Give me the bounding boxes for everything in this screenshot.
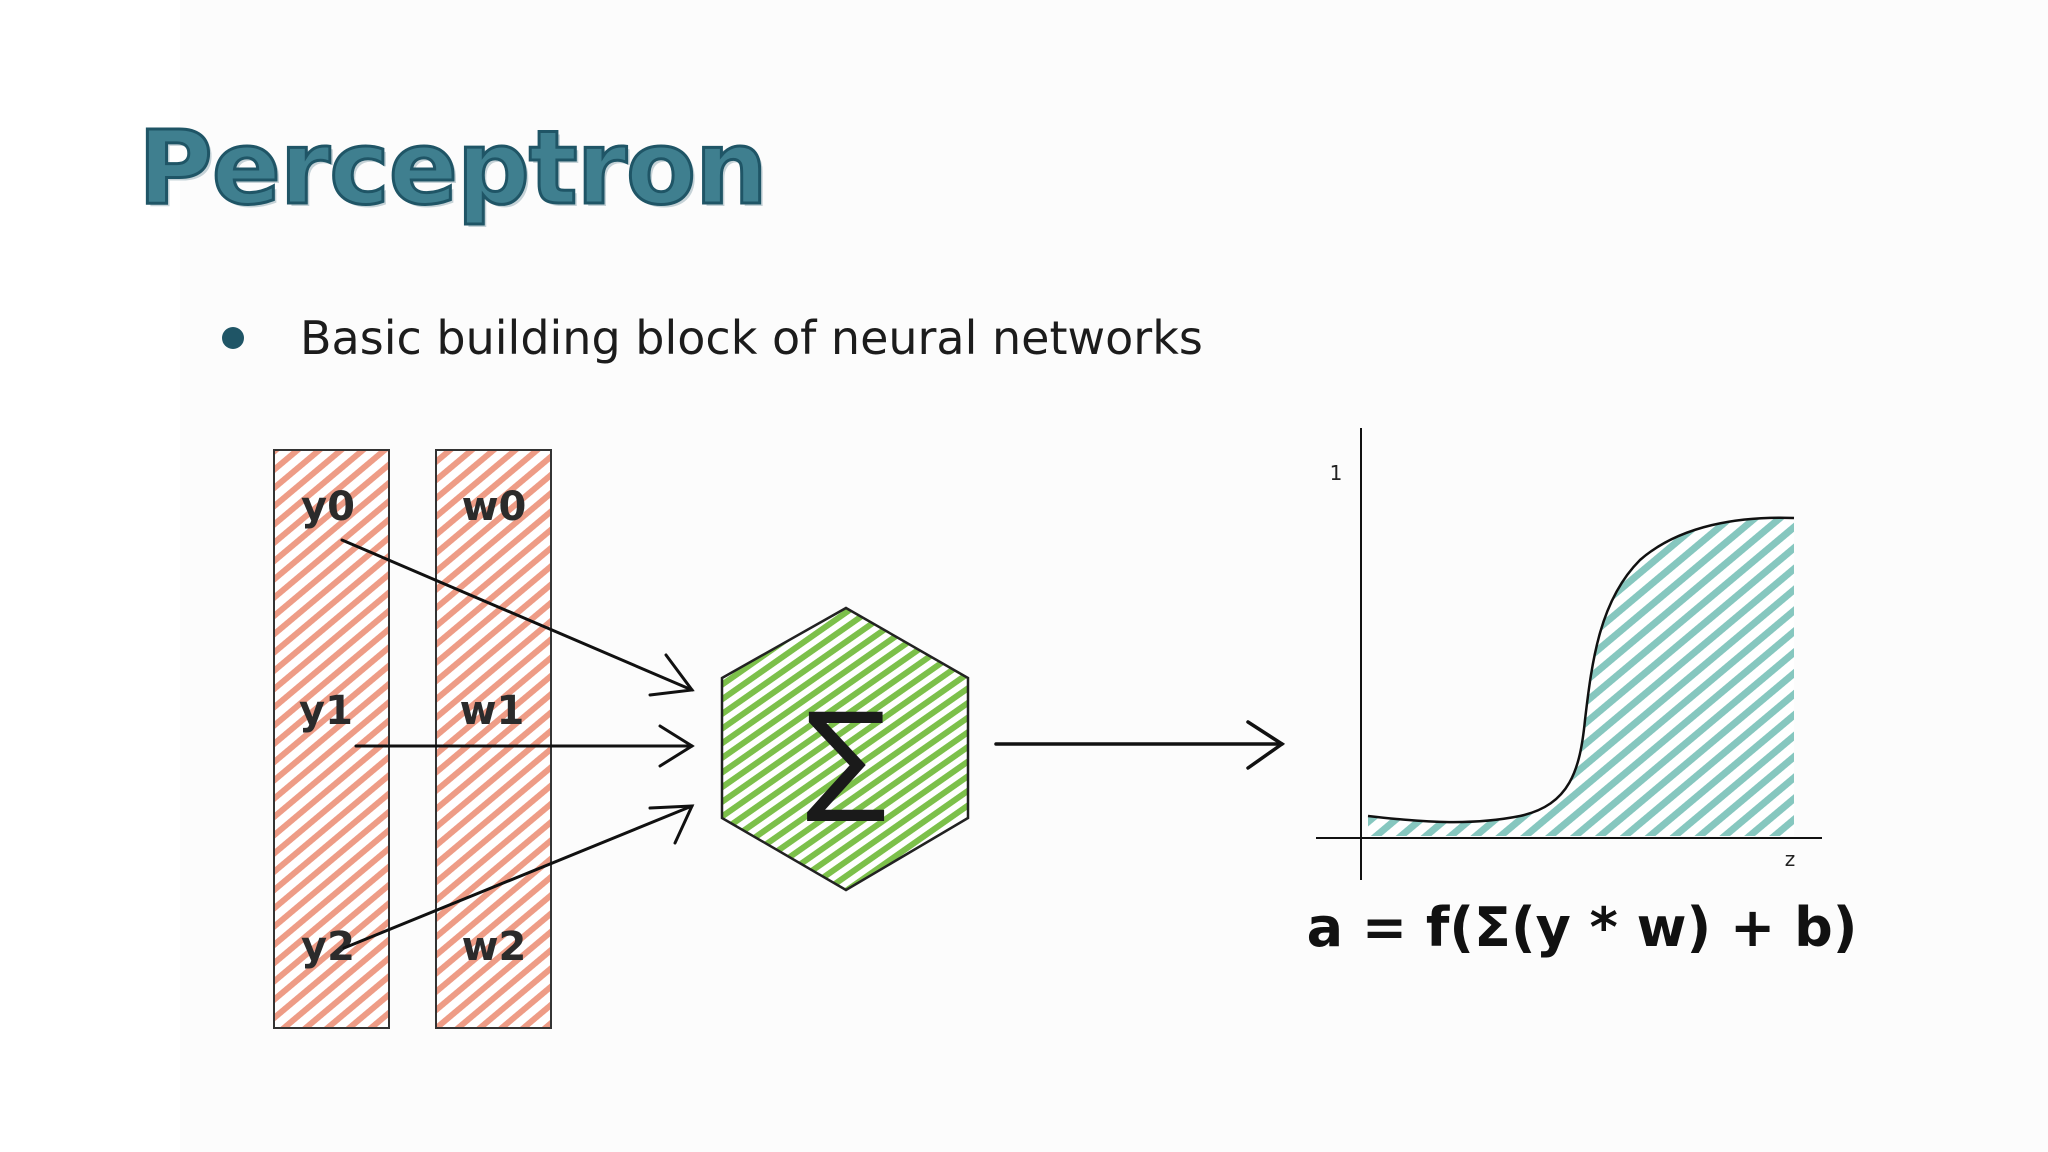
summation-node — [720, 606, 970, 892]
bullet-item: Basic building block of neural networks — [222, 308, 1203, 368]
sigmoid-curve — [1367, 516, 1795, 824]
y0-label: y0 — [301, 484, 355, 530]
activation-formula: a = f(Σ(y * w) + b) — [1307, 896, 1858, 959]
arrow-y1-to-sum — [354, 724, 695, 768]
arrow-y0-to-sum — [340, 538, 695, 697]
w1-label: w1 — [460, 688, 525, 734]
y-tick-label: 1 — [1330, 461, 1343, 485]
w2-label: w2 — [462, 924, 527, 970]
sigmoid-area — [1368, 517, 1794, 836]
activation-plot: 1 z — [1316, 428, 1822, 880]
slide-title: Perceptron — [137, 109, 770, 228]
weight-w-column — [435, 449, 552, 1029]
x-axis-label: z — [1785, 847, 1796, 871]
y1-label: y1 — [299, 688, 353, 734]
arrow-sum-to-activation — [994, 720, 1286, 770]
w0-label: w0 — [462, 484, 527, 530]
sigma-icon: ∑ — [806, 688, 887, 827]
bullet-dot-icon — [222, 327, 244, 349]
bullet-text: Basic building block of neural networks — [300, 311, 1203, 365]
input-y-column — [273, 449, 390, 1029]
arrow-y2-to-sum — [342, 804, 695, 950]
